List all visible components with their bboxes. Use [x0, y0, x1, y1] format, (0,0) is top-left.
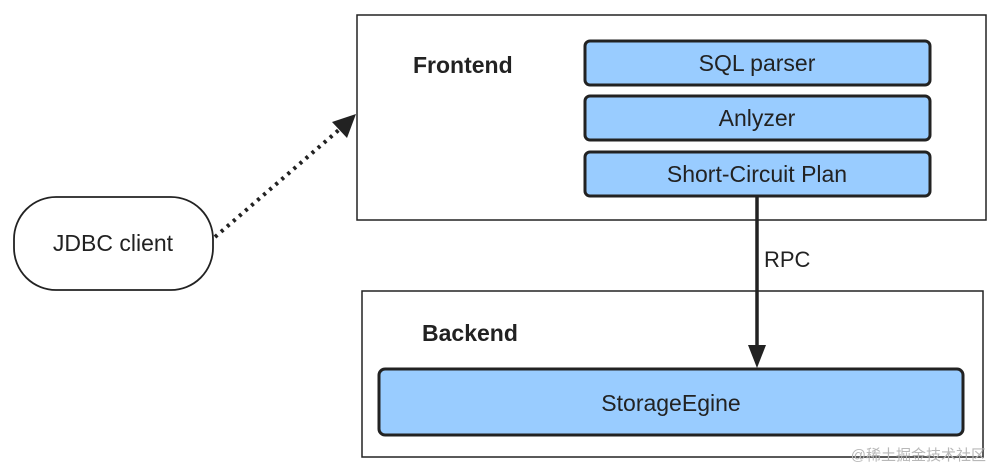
backend-title: Backend: [422, 320, 518, 346]
storage-engine-label: StorageEgine: [601, 390, 740, 416]
sql-parser-box: [583, 39, 932, 87]
analyzer-box: [583, 94, 932, 142]
frontend-module-analyzer: Anlyzer: [583, 94, 932, 142]
storage-engine-box: [377, 367, 965, 437]
watermark-text: @稀土掘金技术社区: [851, 447, 986, 464]
rpc-label: RPC: [764, 247, 811, 272]
rpc-arrow-head-icon: [748, 345, 766, 368]
jdbc-client-shape: [13, 196, 214, 291]
short-circuit-plan-label: Short-Circuit Plan: [667, 161, 847, 187]
storage-engine: StorageEgine: [377, 367, 965, 437]
sql-parser-label: SQL parser: [699, 50, 816, 76]
frontend-module-sql-parser: SQL parser: [583, 39, 932, 87]
short-circuit-plan-box: [583, 150, 932, 198]
frontend-title: Frontend: [413, 52, 513, 78]
client-arrow-head-icon: [332, 114, 356, 138]
client-to-frontend-arrow: [213, 120, 350, 239]
analyzer-label: Anlyzer: [719, 105, 796, 131]
frontend-module-short-circuit-plan: Short-Circuit Plan: [583, 150, 932, 198]
jdbc-client-label: JDBC client: [53, 230, 174, 256]
jdbc-client: JDBC client: [13, 196, 214, 291]
